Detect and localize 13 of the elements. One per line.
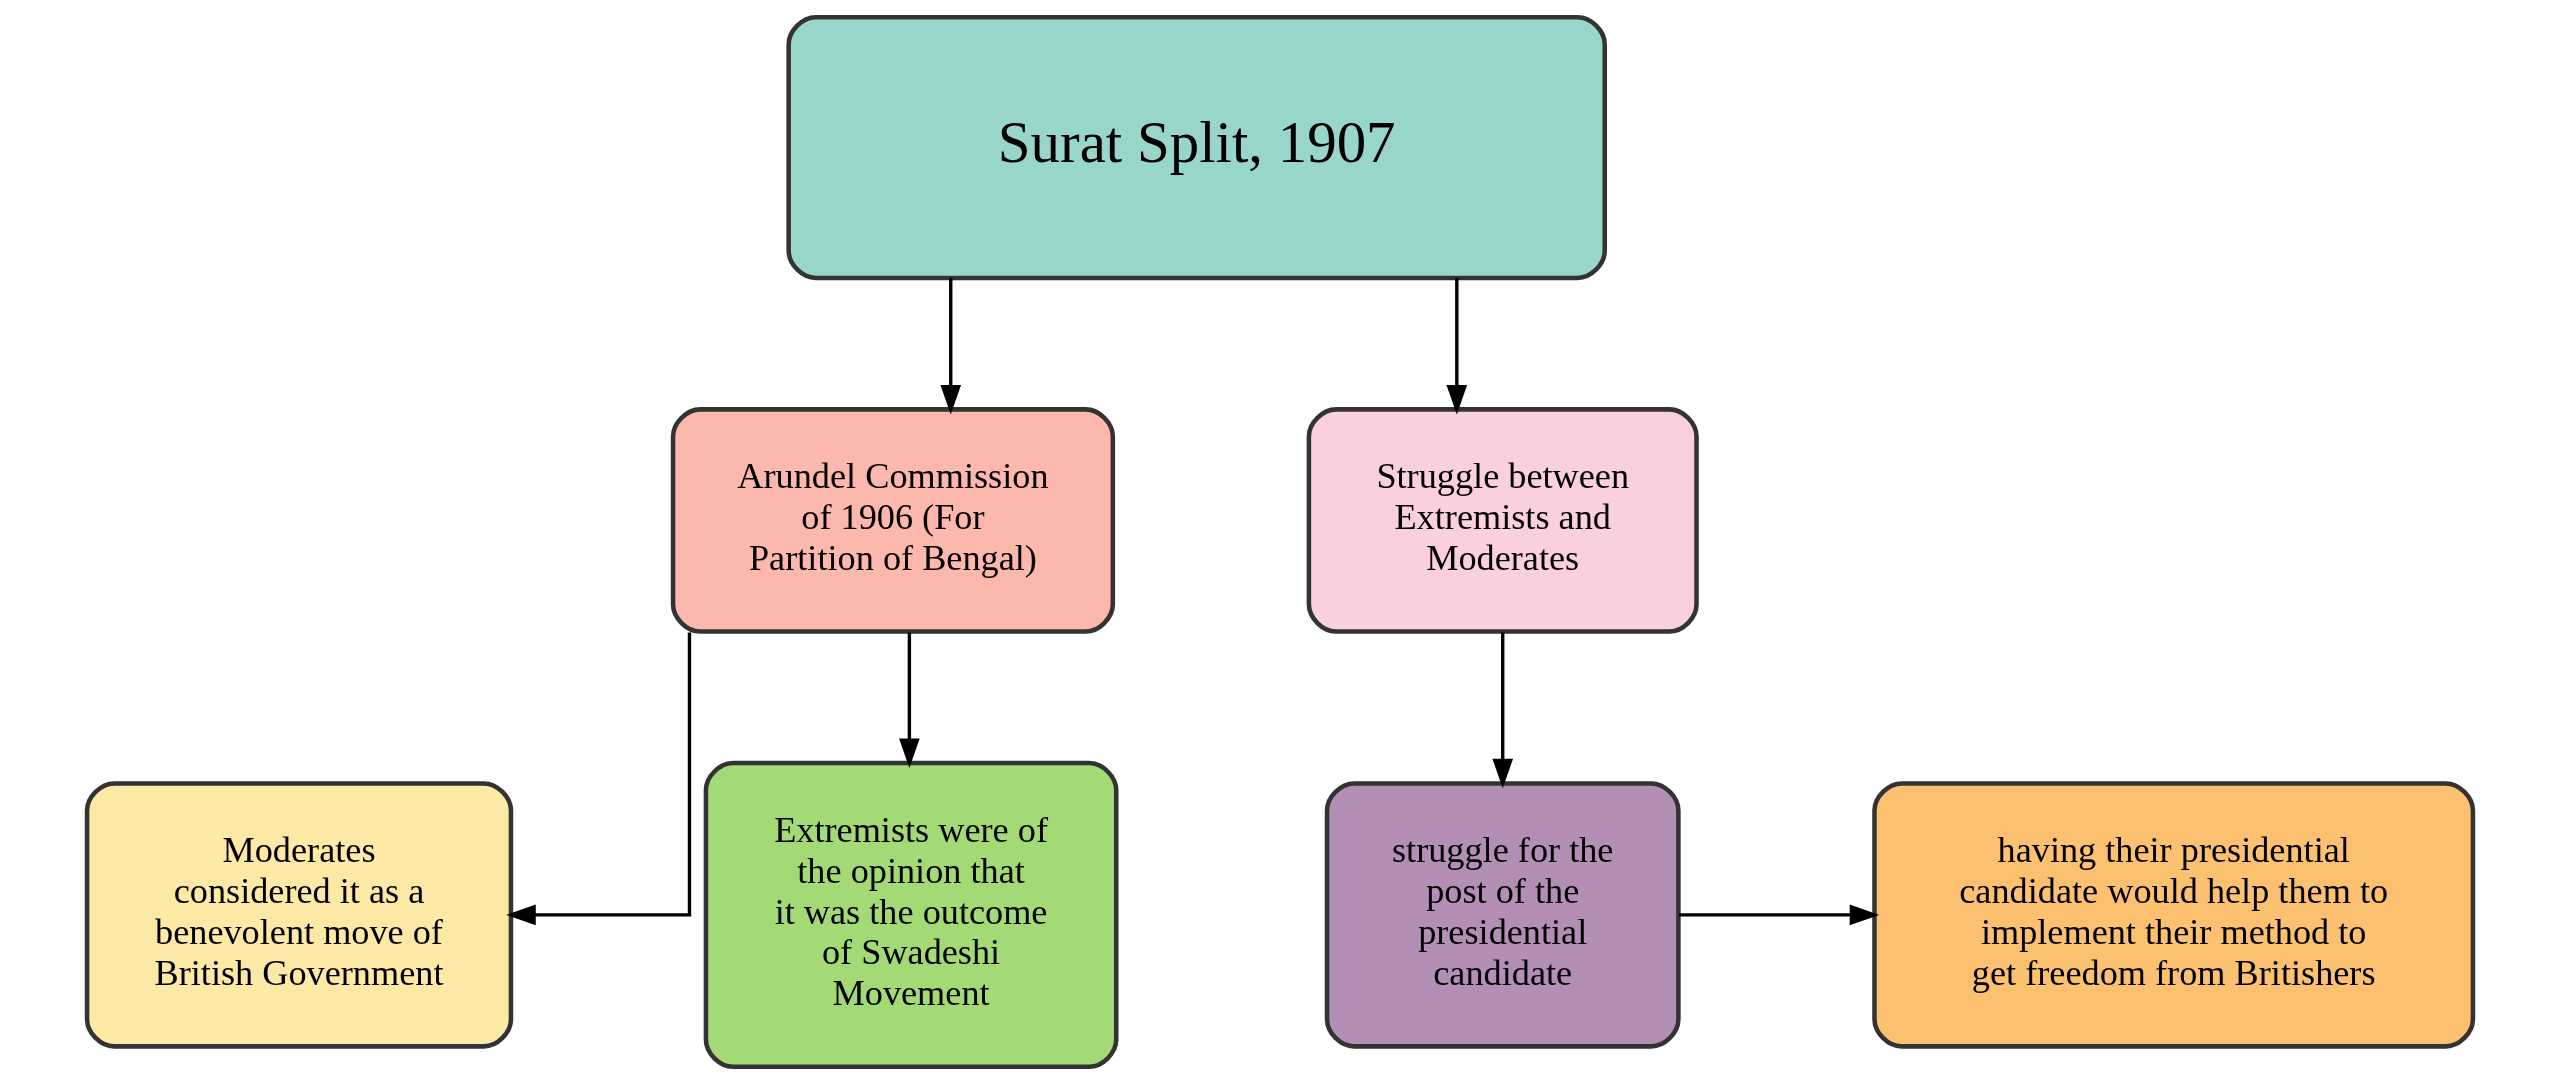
arrow — [1492, 632, 1514, 789]
arrow — [940, 278, 962, 415]
node-box: Moderates considered it as a benevolent move of British Government — [84, 781, 514, 1049]
arrow — [899, 632, 920, 769]
node-box: having their presidential candidate would help them to implement their method to get freedom from Britishers — [1872, 781, 2476, 1049]
arrow — [506, 632, 692, 926]
node-box: struggle for the post of the presidential candidate — [1324, 781, 1681, 1049]
arrow — [1679, 904, 1880, 926]
node-box: Surat Split, 1907 — [786, 14, 1607, 281]
arrow — [1446, 278, 1468, 415]
node-box: Extremists were of the opinion that it was the outcome of Swadeshi Movement — [703, 760, 1119, 1070]
node-box: Struggle between Extremists and Moderates — [1306, 407, 1699, 634]
node-box: Arundel Commission of 1906 (For Partition of Bengal) — [670, 407, 1116, 634]
